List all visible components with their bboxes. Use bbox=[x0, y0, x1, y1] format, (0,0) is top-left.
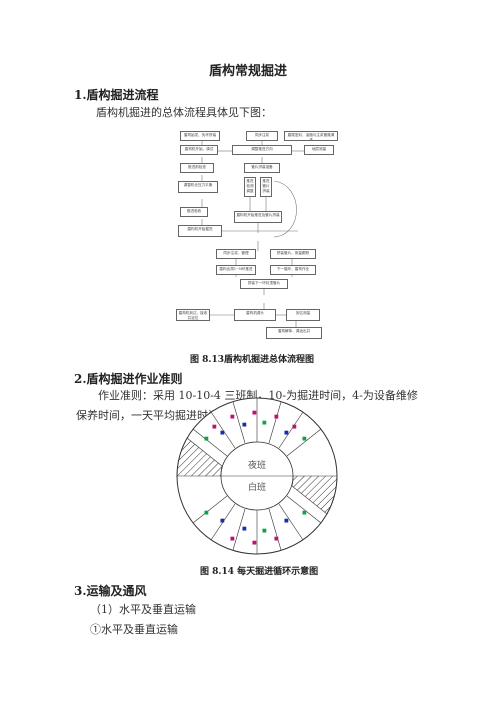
svg-text:■: ■ bbox=[242, 422, 247, 428]
flow-node: 同步注浆、管理 bbox=[216, 249, 256, 259]
section-2-heading: 2.盾构掘进作业准则 bbox=[74, 372, 183, 386]
svg-text:■: ■ bbox=[262, 420, 267, 426]
daily-cycle-wheel-graphic: ■■■ ■■ ■■■ ■■■ ■■■ ■■■ ■■■ 夜班 白班 bbox=[176, 397, 338, 555]
section-3-subheading-2: ①水平及垂直运输 bbox=[90, 623, 178, 636]
flow-node: 盾构始发、负环拼装 bbox=[180, 131, 220, 141]
flow-node: 同步注浆 bbox=[246, 131, 278, 141]
flow-node: 盾尾密封、油脂与注浆管路清洗 bbox=[284, 131, 338, 141]
flowchart-connectors bbox=[201, 139, 304, 327]
flow-node: 推进前检查 bbox=[180, 163, 214, 173]
svg-text:■: ■ bbox=[230, 536, 235, 542]
day-shift-label: 白班 bbox=[248, 481, 266, 493]
section-1-heading: 1.盾构掘进流程 bbox=[74, 88, 159, 102]
svg-text:■: ■ bbox=[292, 424, 297, 430]
svg-text:■: ■ bbox=[204, 510, 209, 516]
figure-8-13-caption: 图 8.13盾构机掘进总体流程图 bbox=[190, 355, 315, 365]
figure-8-14-caption: 图 8.14 每天掘进循环示意图 bbox=[200, 567, 319, 577]
flow-node: 推进验收 bbox=[180, 207, 208, 217]
page-title: 盾构常规掘进 bbox=[208, 64, 287, 79]
flow-node: 调整推进方向 bbox=[232, 145, 292, 155]
svg-text:■: ■ bbox=[204, 436, 209, 442]
section-1-paragraph: 盾构机掘进的总体流程具体见下图： bbox=[96, 106, 272, 119]
flow-node: 地层测量 bbox=[304, 145, 334, 155]
svg-text:■: ■ bbox=[284, 430, 289, 436]
flow-node: 拼装下一环封顶管片 bbox=[240, 279, 288, 289]
flow-node: 盾构出洞1~N环推进 bbox=[216, 265, 256, 275]
flow-node: 拼装管片、测量跟踪 bbox=[270, 249, 316, 259]
flowchart: 盾构始发、负环拼装 同步注浆 盾尾密封、油脂与注浆管路清洗 盾构机开始、调试 调… bbox=[174, 125, 340, 350]
flow-node: 盾构解体、调运出井 bbox=[266, 327, 322, 339]
svg-text:■: ■ bbox=[274, 414, 279, 420]
flow-node: 盾构机到达、接收井定位 bbox=[176, 309, 210, 321]
flow-node: 管片拼装准备 bbox=[244, 163, 280, 173]
svg-text:■: ■ bbox=[262, 528, 267, 534]
flow-node: 盾构机开始掘进 bbox=[178, 225, 222, 237]
svg-text:■: ■ bbox=[220, 518, 225, 524]
svg-text:■: ■ bbox=[212, 424, 217, 430]
section-3-subheading-1: （1）水平及垂直运输 bbox=[90, 603, 196, 616]
section-3-heading: 3.运输及通风 bbox=[74, 584, 147, 598]
svg-text:■: ■ bbox=[242, 526, 247, 532]
flow-node: 到达测量 bbox=[286, 309, 320, 321]
flow-node: 推进 管片 拼装 bbox=[260, 177, 272, 197]
svg-text:■: ■ bbox=[230, 414, 235, 420]
svg-text:■: ■ bbox=[302, 510, 307, 516]
svg-text:■: ■ bbox=[274, 536, 279, 542]
night-shift-label: 夜班 bbox=[248, 459, 266, 471]
flow-node: 推进 检测 调整 bbox=[244, 177, 256, 197]
svg-text:■: ■ bbox=[284, 518, 289, 524]
flow-node: 调整机仓压力平衡 bbox=[178, 181, 218, 193]
flow-node: 下一循环、盾构作业 bbox=[270, 265, 316, 275]
flow-node: 盾构机开始、调试 bbox=[180, 145, 218, 155]
daily-cycle-wheel: ■■■ ■■ ■■■ ■■■ ■■■ ■■■ ■■■ 夜班 白班 bbox=[174, 394, 340, 558]
svg-text:■: ■ bbox=[252, 410, 257, 416]
flow-node: 盾构机开始推进及管片拼装 bbox=[234, 211, 282, 223]
svg-text:■: ■ bbox=[220, 430, 225, 436]
flow-node: 盾构机调头 bbox=[234, 309, 276, 321]
svg-text:■: ■ bbox=[252, 540, 257, 546]
svg-text:■: ■ bbox=[302, 436, 307, 442]
